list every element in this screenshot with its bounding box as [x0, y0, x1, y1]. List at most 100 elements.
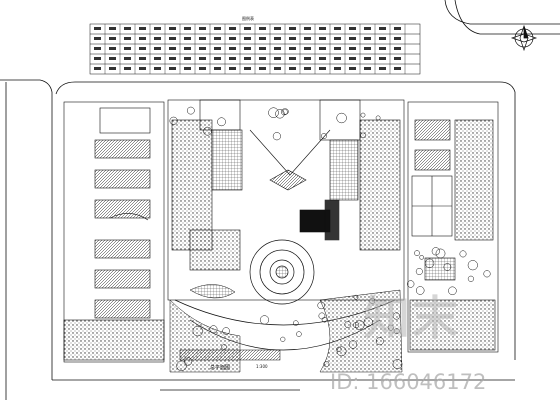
- legend-cell-mark: [169, 37, 176, 40]
- legend-cell-mark: [394, 27, 401, 30]
- tree-symbol: [419, 255, 424, 260]
- legend-cell-mark: [94, 57, 101, 60]
- legend-cell-mark: [379, 37, 386, 40]
- tree-symbol: [431, 247, 440, 256]
- legend-cell-mark: [289, 27, 296, 30]
- tree-symbol: [203, 126, 212, 136]
- tree-symbol: [217, 117, 226, 127]
- legend-cell-mark: [214, 47, 221, 50]
- legend-cell-mark: [349, 57, 356, 60]
- legend-cell-mark: [199, 67, 206, 70]
- legend-cell-mark: [199, 47, 206, 50]
- legend-cell-mark: [184, 27, 191, 30]
- tree-symbol: [375, 337, 384, 346]
- legend-cell-mark: [124, 57, 131, 60]
- legend-cell-mark: [199, 57, 206, 60]
- legend-cell-mark: [379, 57, 386, 60]
- legend-cell-mark: [289, 67, 296, 70]
- legend-cell-mark: [94, 37, 101, 40]
- legend-cell-mark: [154, 67, 161, 70]
- legend-cell-mark: [364, 47, 371, 50]
- central-plaza: [167, 99, 405, 301]
- tree-symbol: [336, 112, 347, 124]
- legend-cell-mark: [154, 57, 161, 60]
- legend-cell-mark: [334, 47, 341, 50]
- legend-cell-mark: [154, 37, 161, 40]
- legend-cell-mark: [349, 67, 356, 70]
- tree-symbol: [443, 263, 452, 271]
- legend-columns: [94, 24, 406, 74]
- tree-symbol: [209, 325, 218, 334]
- tree-symbol: [415, 268, 423, 275]
- tree-symbol: [280, 108, 288, 116]
- tree-symbol: [375, 115, 381, 121]
- tree-symbol: [280, 336, 286, 342]
- legend-cell-mark: [394, 67, 401, 70]
- tree-symbol: [192, 325, 203, 337]
- tree-symbol: [275, 109, 285, 119]
- legend-cell-mark: [244, 67, 251, 70]
- legend-cell-mark: [319, 57, 326, 60]
- watermark-id: ID: 166046172: [330, 370, 487, 394]
- tree-symbol: [293, 320, 299, 326]
- tree-symbol: [360, 112, 366, 118]
- tree-symbol: [424, 258, 435, 268]
- legend-cell-mark: [229, 67, 236, 70]
- tree-symbol: [336, 346, 347, 357]
- legend-cell-mark: [304, 47, 311, 50]
- tree-symbol: [318, 312, 326, 320]
- legend-cell-mark: [184, 57, 191, 60]
- north-arrow-icon: [510, 24, 538, 52]
- tree-symbol: [296, 331, 302, 337]
- legend-cell-mark: [274, 67, 281, 70]
- legend-cell-mark: [229, 47, 236, 50]
- tree-symbol: [467, 260, 478, 271]
- tree-symbol: [344, 321, 352, 328]
- tree-symbol: [354, 320, 365, 330]
- legend-cell-mark: [109, 67, 116, 70]
- tree-symbol: [320, 133, 327, 140]
- legend-cell-mark: [259, 67, 266, 70]
- tree-symbol: [407, 280, 415, 288]
- legend-cell-mark: [304, 67, 311, 70]
- legend-cell-mark: [349, 37, 356, 40]
- legend-cell-mark: [169, 27, 176, 30]
- tree-symbols: [169, 106, 491, 371]
- legend-cell-mark: [94, 47, 101, 50]
- legend-cell-mark: [259, 27, 266, 30]
- legend-cell-mark: [229, 27, 236, 30]
- legend-cell-mark: [259, 47, 266, 50]
- legend-cell-mark: [229, 37, 236, 40]
- legend-cell-mark: [364, 27, 371, 30]
- legend-cell-mark: [94, 67, 101, 70]
- legend-cell-mark: [109, 37, 116, 40]
- legend-cell-mark: [379, 47, 386, 50]
- legend-cell-mark: [259, 37, 266, 40]
- legend-cell-mark: [394, 57, 401, 60]
- legend-cell-mark: [274, 47, 281, 50]
- legend-cell-mark: [304, 27, 311, 30]
- legend-cell-mark: [184, 67, 191, 70]
- legend-cell-mark: [109, 57, 116, 60]
- legend-cell-mark: [244, 37, 251, 40]
- plan-scale: 1:300: [256, 364, 268, 369]
- legend-cell-mark: [274, 57, 281, 60]
- tree-symbol: [323, 361, 330, 368]
- legend-cell-mark: [379, 27, 386, 30]
- tree-symbol: [392, 312, 400, 320]
- tree-symbol: [176, 360, 187, 371]
- legend-title: 图例表: [242, 16, 254, 21]
- legend-cell-mark: [289, 37, 296, 40]
- legend-cell-mark: [304, 37, 311, 40]
- tree-symbol: [348, 340, 358, 349]
- legend-cell-mark: [259, 57, 266, 60]
- legend-cell-mark: [274, 37, 281, 40]
- legend-cell-mark: [244, 57, 251, 60]
- legend-cell-mark: [169, 47, 176, 50]
- tree-symbol: [272, 132, 281, 141]
- legend-cell-mark: [124, 37, 131, 40]
- legend-cell-mark: [109, 27, 116, 30]
- tree-symbol: [317, 301, 325, 310]
- legend-cell-mark: [109, 47, 116, 50]
